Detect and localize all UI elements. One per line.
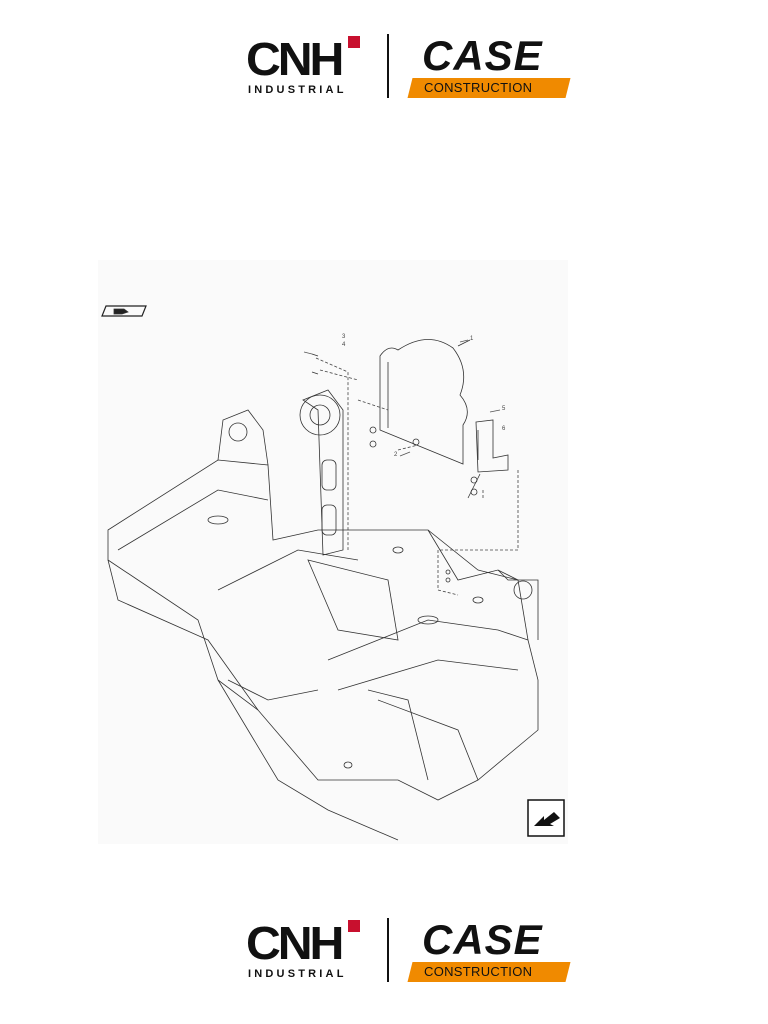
frame-drawing-svg: 1 3 4 2 5 6 bbox=[101, 305, 565, 841]
detail-symbol-icon bbox=[101, 305, 147, 317]
cnh-logo-accent bbox=[348, 36, 360, 48]
cnh-industrial-logo-footer: CNH INDUSTRIAL bbox=[246, 920, 364, 988]
case-logo-subtitle: CONSTRUCTION bbox=[424, 80, 533, 95]
bracket-assembly bbox=[475, 419, 509, 473]
cnh-industrial-logo: CNH INDUSTRIAL bbox=[246, 36, 364, 104]
case-logo-wordmark-footer: CASE bbox=[422, 916, 543, 963]
page-footer: CNH INDUSTRIAL CASE CONSTRUCTION bbox=[0, 912, 768, 992]
mounting-post bbox=[299, 389, 344, 556]
cnh-logo-subtitle: INDUSTRIAL bbox=[248, 84, 347, 96]
case-logo-wordmark: CASE bbox=[422, 32, 543, 79]
callout-5: 5 bbox=[502, 406, 506, 412]
case-construction-logo: CASE CONSTRUCTION bbox=[407, 34, 574, 100]
callout-1: 1 bbox=[470, 336, 474, 342]
logo-divider bbox=[387, 34, 389, 98]
logo-divider-footer bbox=[387, 918, 389, 982]
callout-4: 4 bbox=[342, 342, 346, 348]
cnh-logo-wordmark: CNH bbox=[246, 33, 344, 85]
shield-plate bbox=[379, 339, 471, 465]
next-arrow-icon bbox=[527, 799, 565, 837]
fasteners bbox=[311, 353, 481, 583]
cnh-logo-wordmark-footer: CNH bbox=[246, 917, 344, 969]
callout-2: 2 bbox=[394, 452, 398, 458]
callout-3: 3 bbox=[342, 334, 346, 340]
cnh-logo-accent-footer bbox=[348, 920, 360, 932]
page-header: CNH INDUSTRIAL CASE CONSTRUCTION bbox=[0, 28, 768, 108]
case-construction-logo-footer: CASE CONSTRUCTION bbox=[407, 918, 574, 984]
case-logo-subtitle-footer: CONSTRUCTION bbox=[424, 964, 533, 979]
cnh-logo-subtitle-footer: INDUSTRIAL bbox=[248, 968, 347, 980]
callout-6: 6 bbox=[502, 426, 506, 432]
exploded-parts-diagram: 1 3 4 2 5 6 bbox=[98, 260, 568, 844]
